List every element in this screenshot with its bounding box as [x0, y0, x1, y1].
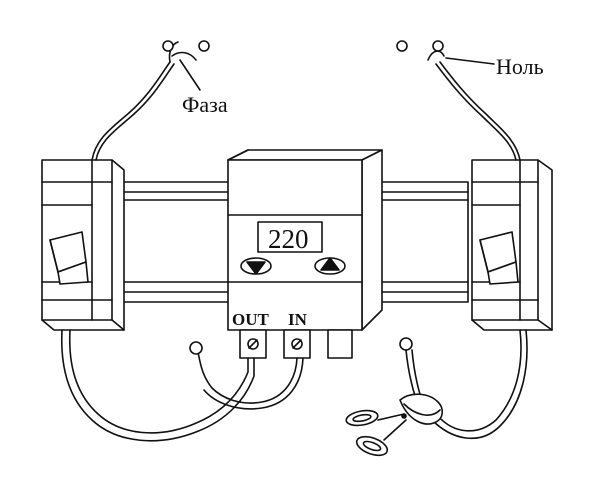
- out-label: OUT: [232, 310, 270, 329]
- right-circuit-breaker: [471, 159, 553, 331]
- down-button[interactable]: [240, 257, 272, 275]
- right-breaker-lever: [479, 231, 519, 285]
- braided-wire-left: [60, 329, 255, 442]
- in-terminal-wire: [189, 341, 304, 410]
- spare-terminal: [327, 329, 353, 359]
- voltage-display: [257, 221, 323, 253]
- left-breaker-lever: [49, 231, 89, 285]
- phase-input-wire: [91, 40, 210, 161]
- display-value: 220: [268, 224, 309, 254]
- neutral-input-wire: [396, 40, 521, 161]
- triangle-down-icon: [246, 261, 266, 275]
- phase-label: Фаза: [182, 92, 228, 117]
- left-circuit-breaker: [41, 159, 125, 331]
- voltage-relay: [227, 149, 383, 359]
- triangle-up-icon: [320, 257, 340, 271]
- neutral-label: Ноль: [496, 54, 544, 79]
- scissors-icon: [345, 393, 444, 457]
- in-label: IN: [288, 310, 308, 329]
- up-button[interactable]: [314, 257, 346, 275]
